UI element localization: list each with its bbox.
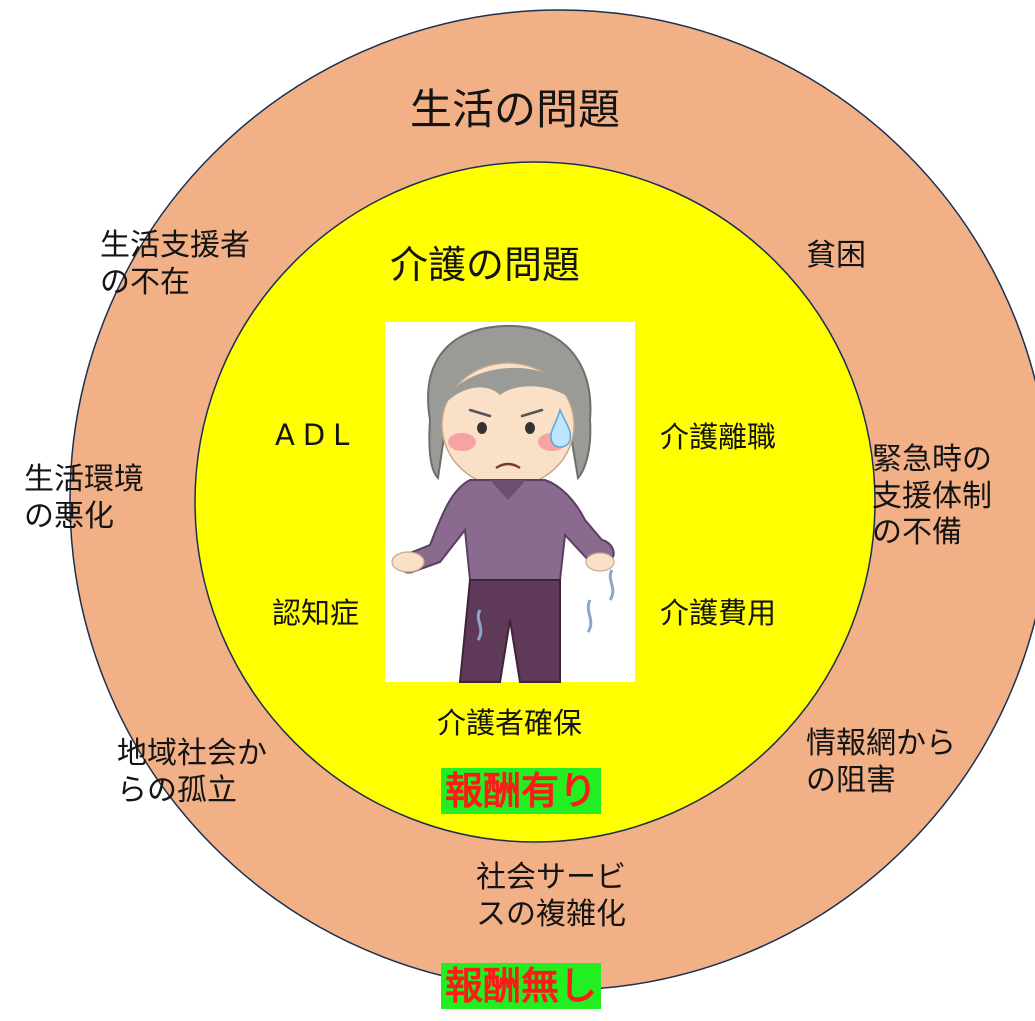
outer-ring-title: 生活の問題 [410, 85, 621, 134]
inner-item-adl: ADL [275, 418, 358, 452]
worried-elderly-woman-illustration [385, 322, 635, 683]
outer-item-environment: 生活環境 の悪化 [24, 462, 144, 534]
outer-item-no-support-person: 生活支援者 の不在 [100, 228, 250, 300]
outer-item-social-services: 社会サービ スの複雑化 [476, 860, 626, 932]
inner-item-caregiver: 介護者確保 [437, 706, 583, 740]
outer-item-information: 情報網から の阻害 [806, 726, 956, 798]
outer-item-poverty: 貧困 [806, 238, 866, 273]
unpaid-badge: 報酬無し [441, 963, 602, 1009]
inner-item-care-cost: 介護費用 [660, 596, 777, 630]
outer-item-emergency: 緊急時の 支援体制 の不備 [872, 442, 992, 551]
inner-circle-title: 介護の問題 [390, 243, 581, 287]
inner-item-dementia: 認知症 [272, 596, 360, 630]
inner-item-care-resignation: 介護離職 [660, 420, 777, 454]
outer-item-isolation: 地域社会か らの孤立 [117, 736, 267, 808]
paid-badge: 報酬有り [441, 768, 602, 814]
